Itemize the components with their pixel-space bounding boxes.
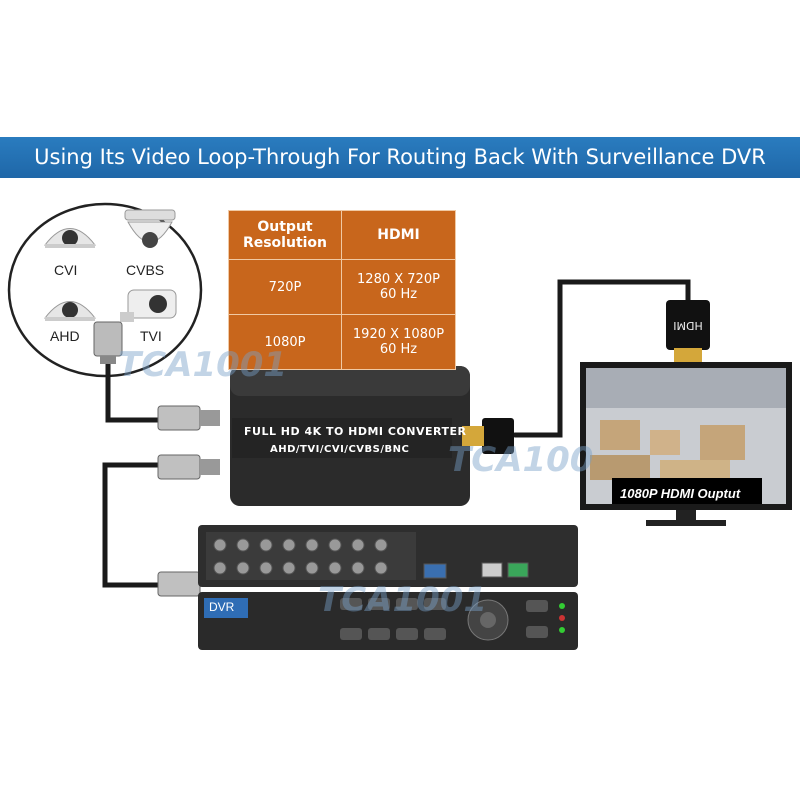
row-resolution: 1080P — [228, 314, 342, 370]
dvr-label: DVR — [209, 600, 235, 614]
dome-camera-icon — [43, 228, 97, 248]
header-output-resolution: Output Resolution — [228, 210, 342, 260]
title-banner: Using Its Video Loop-Through For Routing… — [0, 137, 800, 178]
watermark: TCA100 — [448, 440, 594, 480]
watermark: TCA1001 — [118, 345, 288, 385]
converter-box — [230, 366, 470, 506]
bnc-cable-in — [105, 347, 183, 423]
bnc-connector — [93, 321, 123, 364]
hdmi-plug-label: HDMI — [673, 319, 702, 332]
header-hdmi: HDMI — [341, 210, 456, 260]
camera-group — [7, 202, 203, 378]
bnc-cable-loop — [102, 462, 183, 588]
dome-camera-icon — [43, 301, 97, 321]
ptz-camera-icon — [124, 209, 176, 248]
watermark: TCA1001 — [318, 580, 488, 620]
camera-label-cvbs: CVBS — [126, 262, 165, 278]
bullet-camera-icon — [120, 289, 177, 322]
table-header-row: Output Resolution HDMI — [228, 210, 456, 260]
dvr-bnc-ports — [213, 538, 529, 579]
converter-subtitle: AHD/TVI/CVI/CVBS/BNC — [270, 444, 410, 455]
hdmi-cable — [512, 279, 691, 438]
hdmi-plug-top — [666, 300, 710, 370]
dvr-back — [198, 525, 578, 587]
banner-title: Using Its Video Loop-Through For Routing… — [34, 145, 766, 169]
hdmi-plug — [462, 418, 514, 454]
dvr-front — [198, 592, 578, 650]
monitor-caption: 1080P HDMI Ouptut — [620, 486, 741, 501]
row-resolution: 720P — [228, 259, 342, 315]
monitor — [580, 362, 792, 526]
camera-label-tvi: TVI — [140, 328, 162, 344]
bnc-connector — [157, 454, 220, 480]
bnc-connector — [157, 405, 220, 431]
converter-title: FULL HD 4K TO HDMI CONVERTER — [244, 425, 467, 438]
camera-label-cvi: CVI — [54, 262, 78, 278]
camera-label-ahd: AHD — [50, 328, 80, 344]
bnc-connector — [157, 571, 201, 597]
